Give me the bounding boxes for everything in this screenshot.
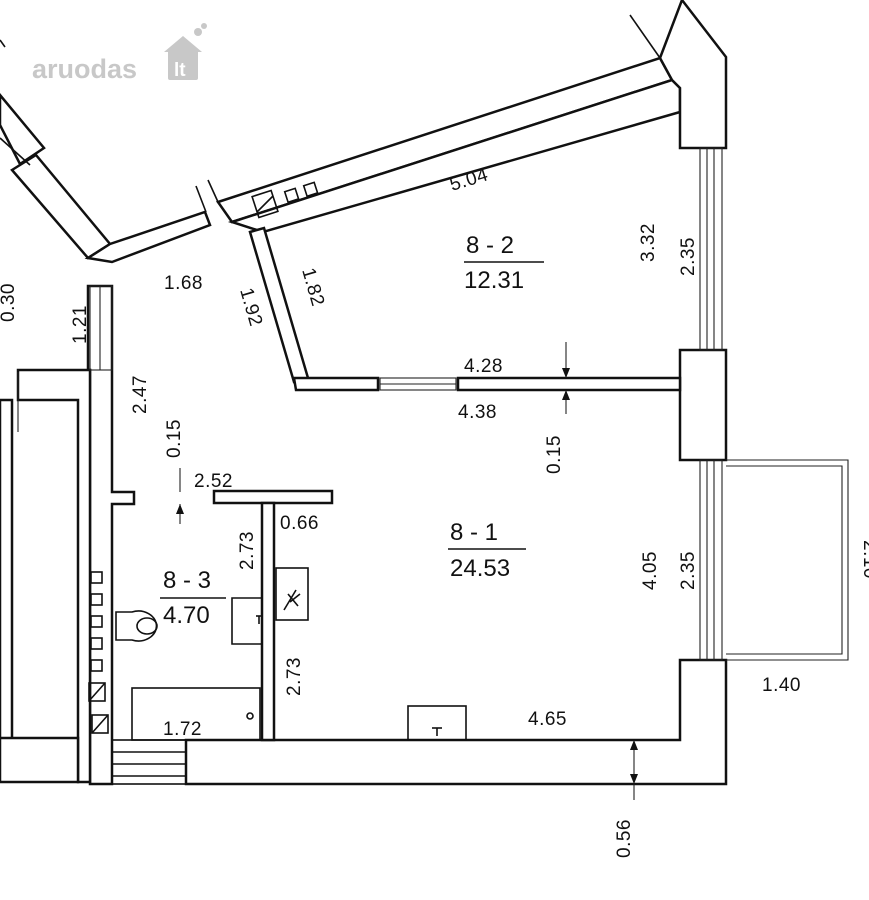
- sink-icon: [231, 597, 263, 645]
- room-id-8-1: 8 - 1: [450, 519, 498, 546]
- vent-diagonal: [91, 714, 109, 734]
- wall-segment: [227, 78, 682, 234]
- dim-label: 0.66: [280, 513, 319, 534]
- wall-corner: [658, 0, 728, 150]
- dim-arrow: [630, 774, 638, 784]
- radiator-icon: [407, 705, 467, 741]
- logo-house-icon: [168, 48, 198, 80]
- logo-smoke-icon: [201, 23, 207, 29]
- room-area-8-2: 12.31: [464, 267, 524, 294]
- toilet-bowl: [136, 617, 158, 635]
- dim-label: 1.92: [235, 286, 266, 329]
- dim-label: 2.73: [284, 657, 305, 696]
- dim-label: 2.52: [194, 471, 233, 492]
- room-id-8-2: 8 - 2: [466, 232, 514, 259]
- balcony-inner: [726, 465, 843, 655]
- logo-name: aruodas: [32, 54, 137, 84]
- logo-smoke-icon: [194, 28, 202, 36]
- partition-bath-top: [212, 489, 334, 505]
- vent-icon: [88, 682, 106, 702]
- window-top: [699, 147, 723, 351]
- wall-segment: [10, 153, 112, 260]
- wall-segment: [84, 210, 212, 264]
- vent-icon: [90, 659, 103, 672]
- dim-label: 4.65: [528, 709, 567, 730]
- partition-bath-right: [260, 501, 276, 742]
- dim-label: 0.30: [0, 283, 19, 322]
- room-labels: 8 - 2 12.31 8 - 1 24.53 8 - 3 4.70: [160, 232, 544, 629]
- panel-icon: [275, 567, 309, 621]
- vent-icon: [91, 714, 109, 734]
- dim-label: 1.21: [70, 305, 91, 344]
- vent-icon: [90, 571, 103, 584]
- dim-label: 2.35: [678, 237, 699, 276]
- walls: [0, 0, 728, 786]
- dim-label: 1.68: [164, 273, 203, 294]
- wall-pier: [678, 348, 728, 462]
- bathtub-icon: [131, 687, 261, 741]
- dim-arrow: [176, 504, 184, 514]
- partition-segment: [292, 376, 380, 392]
- vent-diagonal: [256, 195, 274, 213]
- wall-neighbour: [16, 368, 92, 784]
- aruodas-logo: aruodas lt: [32, 23, 207, 84]
- dim-label: 1.72: [163, 719, 202, 740]
- room-id-8-3: 8 - 3: [163, 567, 211, 594]
- logo-roof-icon: [164, 36, 202, 52]
- vent-icon: [90, 615, 103, 628]
- door-jamb: [195, 185, 207, 213]
- stairs-icon: [111, 739, 187, 785]
- vent-diagonal: [88, 682, 106, 702]
- dim-label: 0.15: [164, 419, 185, 458]
- window-bottom: [699, 459, 723, 661]
- dim-label: 2.35: [678, 551, 699, 590]
- dimension-markers: [17, 342, 638, 800]
- dim-label: 4.05: [640, 551, 661, 590]
- fixtures: [88, 181, 467, 785]
- balcony: [726, 459, 849, 661]
- wall-edge: [629, 14, 661, 59]
- room-area-8-1: 24.53: [450, 555, 510, 582]
- dim-label: 2.47: [130, 375, 151, 414]
- wall-segment: [0, 93, 46, 166]
- vent-icon: [90, 637, 103, 650]
- dim-arrow: [630, 740, 638, 750]
- vent-icon: [283, 187, 300, 204]
- bathtub-drain: [246, 712, 254, 720]
- stair-line: [0, 39, 6, 48]
- partition-segment: [456, 376, 682, 392]
- dim-arrow: [562, 368, 570, 378]
- dimension-labels: 5.04 3.32 2.35 1.82 1.68 1.92 1.21 0.30 …: [0, 164, 869, 858]
- door-jamb: [207, 179, 219, 203]
- logo-tld: lt: [174, 60, 186, 81]
- wall-left: [86, 284, 136, 786]
- dim-label: 1.40: [762, 675, 801, 696]
- wall-neighbour-bottom: [0, 736, 80, 784]
- dim-label: 0.15: [544, 435, 565, 474]
- vent-icon: [251, 189, 279, 219]
- dim-label: 4.28: [464, 356, 503, 377]
- vent-icon: [302, 181, 319, 198]
- panel-symbol: [283, 589, 301, 611]
- window-left: [89, 285, 113, 371]
- dim-label: 2.10: [859, 540, 869, 579]
- dim-label: 2.73: [237, 531, 258, 570]
- dim-arrow: [562, 390, 570, 400]
- windows: [89, 147, 723, 661]
- wall-neighbour-edge: [0, 398, 14, 782]
- dim-label: 4.38: [458, 402, 497, 423]
- dim-label: 3.32: [638, 223, 659, 262]
- vent-icon: [90, 593, 103, 606]
- room-area-8-3: 4.70: [163, 602, 210, 629]
- stair-line: [0, 137, 31, 166]
- dim-label: 0.56: [614, 819, 635, 858]
- dim-label: 1.82: [297, 266, 328, 309]
- balcony-outline: [726, 459, 849, 661]
